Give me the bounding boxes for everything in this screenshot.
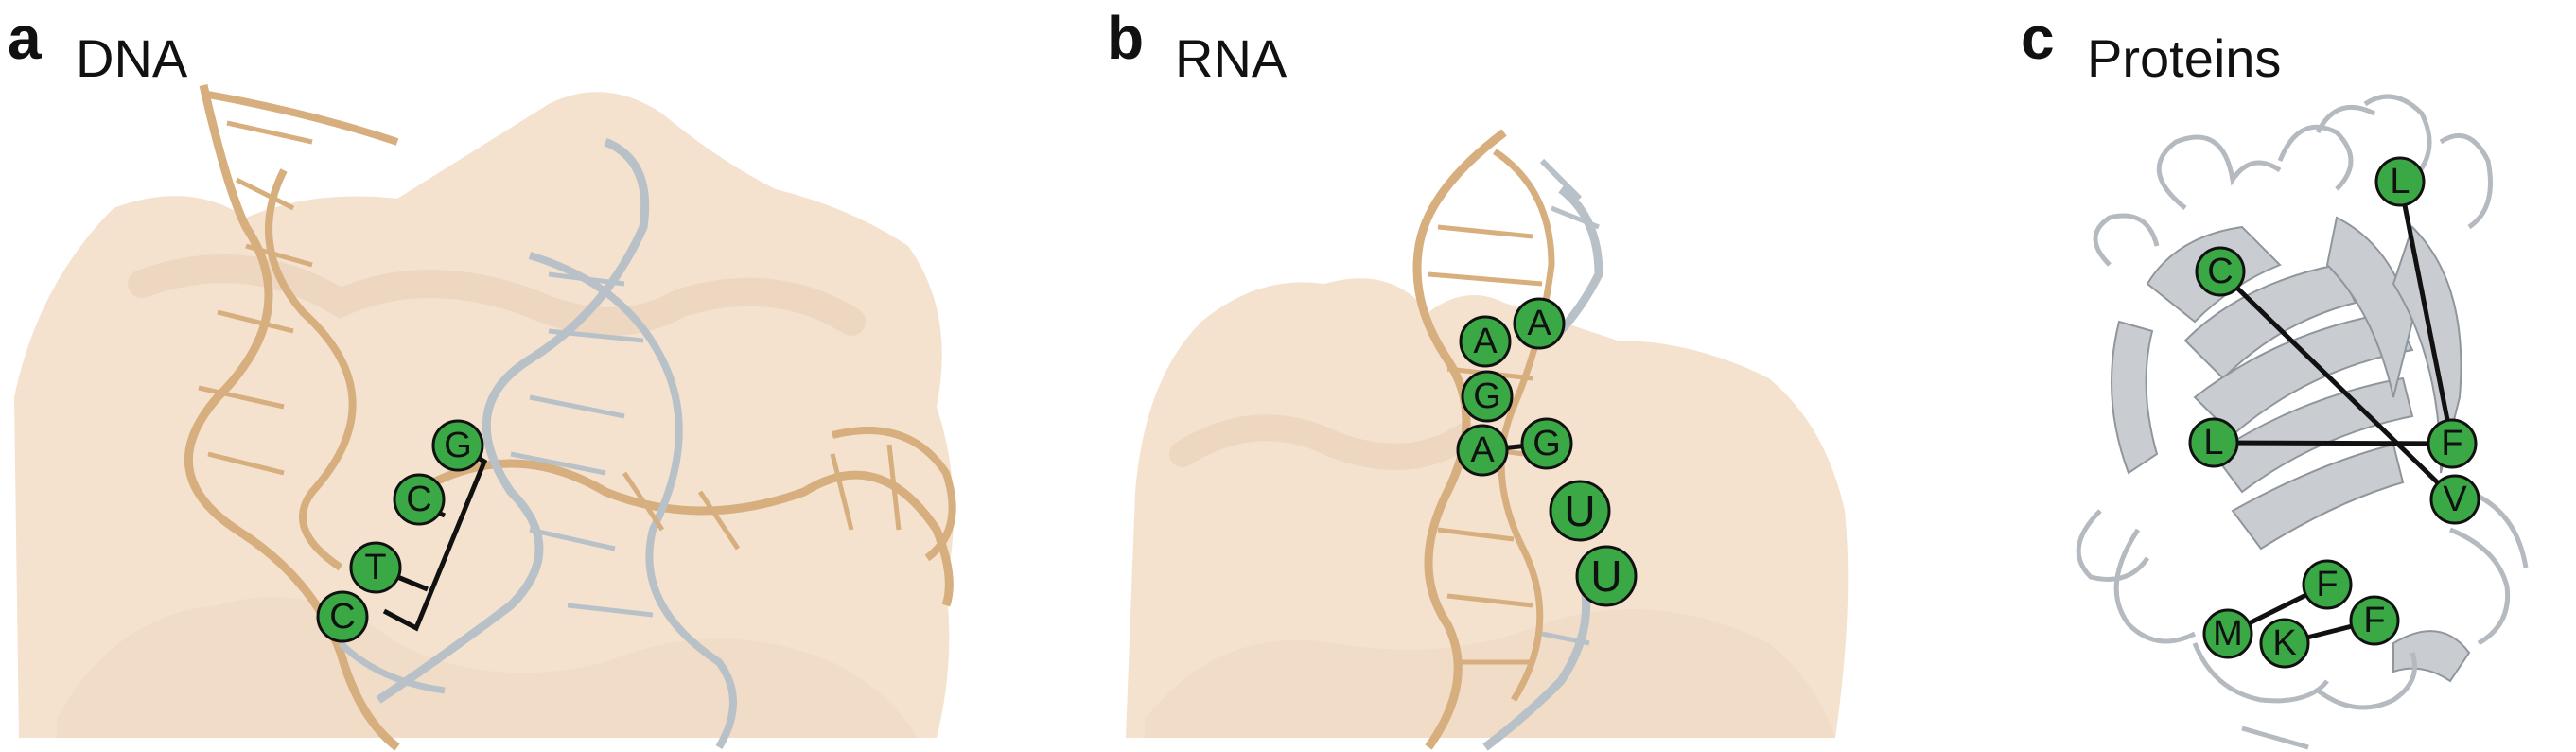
svg-text:F: F <box>2363 601 2385 640</box>
protein-structure-illustration: L C L F V F M K <box>1996 0 2576 752</box>
nucleotide-bead: U <box>1577 547 1636 605</box>
residue-bead: V <box>2431 476 2479 523</box>
svg-text:G: G <box>444 426 472 465</box>
svg-text:G: G <box>1533 424 1561 463</box>
crosslink-line <box>2214 443 2452 444</box>
rna-structure-illustration: A A G A G U U <box>1107 0 1892 752</box>
svg-text:A: A <box>1473 322 1498 361</box>
nucleotide-bead: C <box>318 592 367 641</box>
panel-rna: b RNA A <box>1107 0 1892 752</box>
svg-text:F: F <box>2316 565 2338 604</box>
svg-text:G: G <box>1473 376 1501 416</box>
svg-text:K: K <box>2272 623 2296 663</box>
dna-structure-illustration: G C T C <box>0 0 984 752</box>
panel-proteins: c Proteins <box>1996 0 2576 752</box>
svg-text:L: L <box>2390 162 2410 201</box>
residue-bead: C <box>2197 248 2244 295</box>
svg-text:U: U <box>1564 486 1595 535</box>
nucleotide-bead: G <box>1522 419 1571 468</box>
residue-bead: L <box>2376 158 2424 205</box>
svg-text:M: M <box>2213 614 2243 654</box>
nucleotide-bead: U <box>1551 481 1609 540</box>
svg-text:U: U <box>1590 551 1621 601</box>
svg-text:A: A <box>1527 304 1551 343</box>
nucleotide-bead: T <box>351 543 400 592</box>
svg-text:F: F <box>2441 424 2462 463</box>
nucleotide-bead: G <box>1463 372 1512 421</box>
nucleotide-bead: A <box>1461 317 1510 366</box>
residue-bead: K <box>2261 620 2308 667</box>
svg-text:C: C <box>329 597 355 637</box>
residue-bead: L <box>2190 419 2237 466</box>
residue-bead: F <box>2428 420 2476 467</box>
residue-bead: M <box>2204 610 2252 657</box>
nucleotide-bead: A <box>1458 426 1507 475</box>
residue-bead: F <box>2351 597 2398 644</box>
svg-text:L: L <box>2203 423 2223 463</box>
panel-dna: a DNA <box>0 0 984 752</box>
nucleotide-bead: A <box>1515 299 1564 348</box>
svg-text:V: V <box>2443 480 2467 519</box>
svg-text:C: C <box>406 480 431 519</box>
svg-text:A: A <box>1470 430 1495 470</box>
nucleotide-bead: C <box>394 475 444 524</box>
residue-bead: F <box>2304 561 2351 608</box>
svg-text:C: C <box>2207 252 2233 291</box>
svg-text:T: T <box>364 548 386 587</box>
nucleotide-bead: G <box>433 421 482 470</box>
